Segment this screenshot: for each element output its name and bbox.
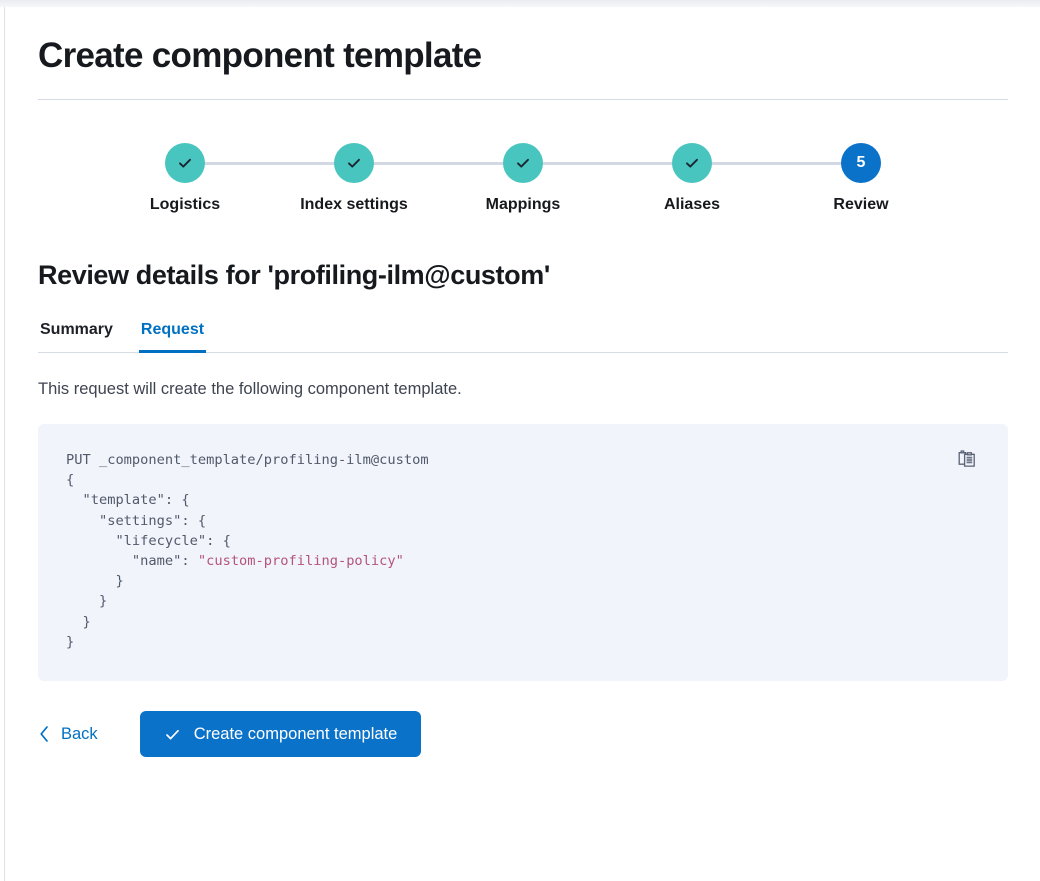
tab-request[interactable]: Request	[138, 317, 207, 353]
page-title: Create component template	[38, 36, 482, 75]
code-line: }	[66, 573, 124, 590]
check-icon	[348, 158, 360, 168]
copy-request-button[interactable]	[954, 446, 980, 472]
step-label: Aliases	[663, 196, 721, 213]
step-label: Index settings	[300, 196, 408, 213]
step-status-indicator	[334, 143, 374, 183]
wizard-actions: Back Create component template	[38, 711, 1008, 757]
step-status-indicator: 5	[841, 143, 881, 183]
step-label: Mappings	[485, 196, 561, 213]
tab-summary[interactable]: Summary	[40, 321, 113, 338]
step-logistics[interactable]: Logistics	[120, 143, 250, 214]
request-method-line: PUT _component_template/profiling-ilm@cu…	[66, 452, 429, 468]
step-label: Review	[833, 196, 889, 213]
section-title: Review details for 'profiling-ilm@custom…	[38, 260, 550, 290]
check-icon	[686, 158, 698, 168]
request-code: PUT _component_template/profiling-ilm@cu…	[66, 450, 980, 652]
code-line: }	[66, 593, 108, 610]
code-line: "settings": {	[66, 512, 207, 529]
step-label: Logistics	[149, 196, 221, 213]
window-top-band	[0, 0, 1040, 7]
create-button-label: Create component template	[193, 724, 398, 743]
create-component-template-button[interactable]: Create component template	[139, 711, 422, 757]
code-line: }	[66, 633, 75, 650]
step-number: 5	[856, 154, 866, 171]
check-icon	[179, 158, 191, 168]
code-line: {	[66, 472, 75, 489]
back-button[interactable]: Back	[38, 725, 98, 744]
page-container: Create component template Logistics Inde…	[6, 7, 1040, 881]
window-left-rail	[0, 7, 5, 881]
step-aliases[interactable]: Aliases	[627, 143, 757, 214]
check-icon	[517, 158, 529, 168]
chevron-left-icon	[40, 726, 48, 742]
code-line: "template": {	[66, 492, 190, 509]
code-line: "name":	[66, 553, 198, 570]
check-icon	[165, 729, 179, 739]
code-line: "lifecycle": {	[66, 532, 231, 549]
step-indicator: Logistics Index settings Mappings	[120, 143, 926, 214]
step-status-indicator	[672, 143, 712, 183]
step-review[interactable]: 5 Review	[796, 143, 926, 214]
code-string-value: "custom-profiling-policy"	[197, 553, 404, 570]
header-divider	[38, 99, 1008, 100]
step-index-settings[interactable]: Index settings	[289, 143, 419, 214]
back-label: Back	[61, 724, 98, 743]
review-tabs: Summary Request	[38, 317, 1008, 353]
request-description: This request will create the following c…	[38, 380, 462, 398]
code-line: }	[66, 613, 91, 630]
request-code-panel: PUT _component_template/profiling-ilm@cu…	[38, 424, 1008, 681]
step-status-indicator	[503, 143, 543, 183]
step-status-indicator	[165, 143, 205, 183]
step-mappings[interactable]: Mappings	[458, 143, 588, 214]
copy-clipboard-icon	[958, 450, 975, 467]
